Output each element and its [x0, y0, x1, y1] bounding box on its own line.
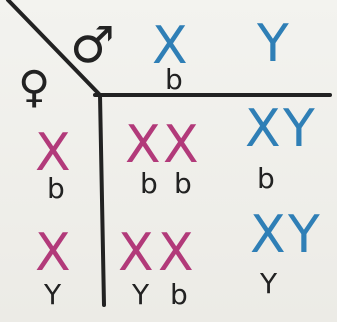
row1-label-allele: b [47, 172, 65, 205]
male-symbol-icon: ♂ [70, 16, 115, 74]
cell-r1c1-allele-2: b [174, 167, 192, 200]
cell-r2c1-allele-1: Y [131, 278, 150, 311]
row1-label-chromosome: X [35, 123, 71, 183]
cell-r1c1-chromosome-1: X [125, 115, 161, 175]
vertical-divider [98, 93, 106, 307]
cell-r2c1-chromosome-1: X [118, 223, 154, 283]
cell-r2c2-chromosome-1: X [250, 205, 286, 265]
female-symbol-icon: ♀ [18, 62, 50, 113]
cell-r2c1-allele-2: b [170, 278, 188, 311]
header-col1-allele: b [165, 63, 183, 96]
cell-r2c2-chromosome-2: Y [287, 205, 320, 265]
cell-r2c1-chromosome-2: X [158, 223, 194, 283]
header-col2-chromosome: Y [256, 14, 289, 74]
cell-r1c2-chromosome-2: Y [282, 99, 315, 159]
cell-r1c2-chromosome-1: X [245, 99, 281, 159]
row2-label-chromosome: X [35, 223, 71, 283]
row2-label-allele: Y [43, 278, 62, 311]
cell-r1c1-allele-1: b [140, 167, 158, 200]
diagonal-divider [6, 0, 102, 97]
cell-r1c2-allele-1: b [257, 162, 275, 195]
cell-r1c1-chromosome-2: X [163, 115, 199, 175]
header-col1-chromosome: X [152, 16, 188, 76]
cell-r2c2-allele-1: Y [259, 267, 278, 300]
